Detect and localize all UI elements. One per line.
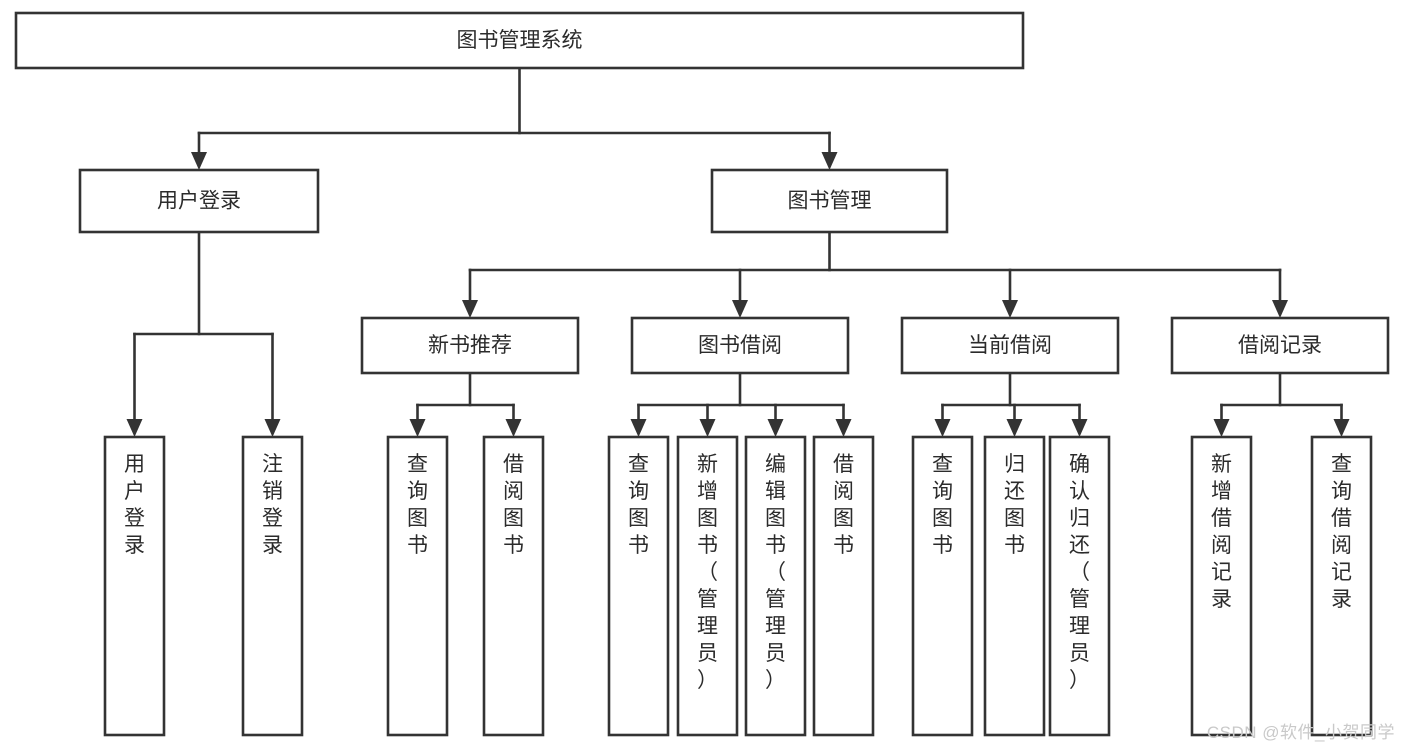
arrow-head-icon (732, 300, 748, 318)
node-2[interactable]: 用户登录 (103, 435, 166, 737)
node-box[interactable] (241, 435, 304, 737)
arrow-head-icon (934, 419, 951, 437)
node-label: 注销登录 (262, 453, 283, 557)
node-5[interactable]: 新书推荐 (360, 316, 580, 375)
node-8[interactable]: 图书借阅 (630, 316, 850, 375)
node-box[interactable] (1048, 435, 1111, 737)
node-box[interactable] (812, 435, 875, 737)
node-label: 当前借阅 (968, 334, 1052, 357)
node-label: 新增图书（管理员） (697, 453, 718, 692)
node-box[interactable] (1310, 435, 1373, 737)
node-box[interactable] (607, 435, 670, 737)
node-layer: 图书管理系统用户登录用户登录注销登录图书管理新书推荐查询图书借阅图书图书借阅查询… (14, 11, 1390, 737)
node-12[interactable]: 借阅图书 (812, 435, 875, 737)
node-label: 确认归还（管理员） (1069, 453, 1090, 692)
node-box[interactable] (911, 435, 974, 737)
node-label: 用户登录 (157, 190, 241, 213)
arrow-head-icon (1006, 419, 1023, 437)
node-label: 查询图书 (628, 453, 649, 557)
node-label: 用户登录 (124, 453, 145, 557)
node-label: 归还图书 (1004, 453, 1025, 557)
node-box[interactable] (14, 11, 1025, 70)
arrow-head-icon (1071, 419, 1088, 437)
node-14[interactable]: 查询图书 (911, 435, 974, 737)
arrow-head-icon (1333, 419, 1350, 437)
node-7[interactable]: 借阅图书 (482, 435, 545, 737)
node-box[interactable] (482, 435, 545, 737)
node-label: 新增借阅记录 (1211, 453, 1232, 611)
node-15[interactable]: 归还图书 (983, 435, 1046, 737)
node-6[interactable]: 查询图书 (386, 435, 449, 737)
connector-layer (126, 66, 1350, 437)
node-box[interactable] (676, 435, 739, 737)
node-10[interactable]: 新增图书（管理员） (676, 435, 739, 737)
node-box[interactable] (983, 435, 1046, 737)
arrow-head-icon (462, 300, 478, 318)
node-17[interactable]: 借阅记录 (1170, 316, 1390, 375)
node-box[interactable] (78, 168, 320, 234)
arrow-head-icon (1272, 300, 1288, 318)
node-16[interactable]: 确认归还（管理员） (1048, 435, 1111, 737)
node-3[interactable]: 注销登录 (241, 435, 304, 737)
arrow-head-icon (1002, 300, 1018, 318)
node-label: 借阅记录 (1238, 334, 1322, 357)
node-13[interactable]: 当前借阅 (900, 316, 1120, 375)
node-label: 查询借阅记录 (1331, 453, 1352, 611)
node-box[interactable] (744, 435, 807, 737)
node-box[interactable] (1190, 435, 1253, 737)
node-0[interactable]: 图书管理系统 (14, 11, 1025, 70)
node-label: 查询图书 (932, 453, 953, 557)
node-box[interactable] (1170, 316, 1390, 375)
arrow-head-icon (630, 419, 647, 437)
node-19[interactable]: 查询借阅记录 (1310, 435, 1373, 737)
node-box[interactable] (710, 168, 949, 234)
node-4[interactable]: 图书管理 (710, 168, 949, 234)
node-label: 编辑图书（管理员） (765, 453, 786, 692)
watermark-label: CSDN @软件_小贺同学 (1206, 723, 1395, 742)
node-1[interactable]: 用户登录 (78, 168, 320, 234)
arrow-head-icon (409, 419, 426, 437)
arrow-head-icon (264, 419, 281, 437)
node-11[interactable]: 编辑图书（管理员） (744, 435, 807, 737)
node-label: 图书借阅 (698, 334, 782, 357)
node-18[interactable]: 新增借阅记录 (1190, 435, 1253, 737)
arrow-head-icon (821, 152, 838, 170)
node-box[interactable] (900, 316, 1120, 375)
node-box[interactable] (386, 435, 449, 737)
arrow-head-icon (126, 419, 143, 437)
arrow-head-icon (767, 419, 784, 437)
node-label: 查询图书 (407, 453, 428, 557)
node-label: 借阅图书 (833, 453, 854, 557)
arrow-head-icon (505, 419, 522, 437)
node-box[interactable] (360, 316, 580, 375)
node-9[interactable]: 查询图书 (607, 435, 670, 737)
arrow-head-icon (835, 419, 852, 437)
node-label: 图书管理系统 (457, 29, 583, 52)
node-box[interactable] (103, 435, 166, 737)
node-label: 图书管理 (788, 190, 872, 213)
node-box[interactable] (630, 316, 850, 375)
arrow-head-icon (1213, 419, 1230, 437)
node-label: 新书推荐 (428, 334, 512, 357)
arrow-head-icon (699, 419, 716, 437)
arrow-head-icon (191, 152, 207, 170)
node-label: 借阅图书 (503, 453, 524, 557)
